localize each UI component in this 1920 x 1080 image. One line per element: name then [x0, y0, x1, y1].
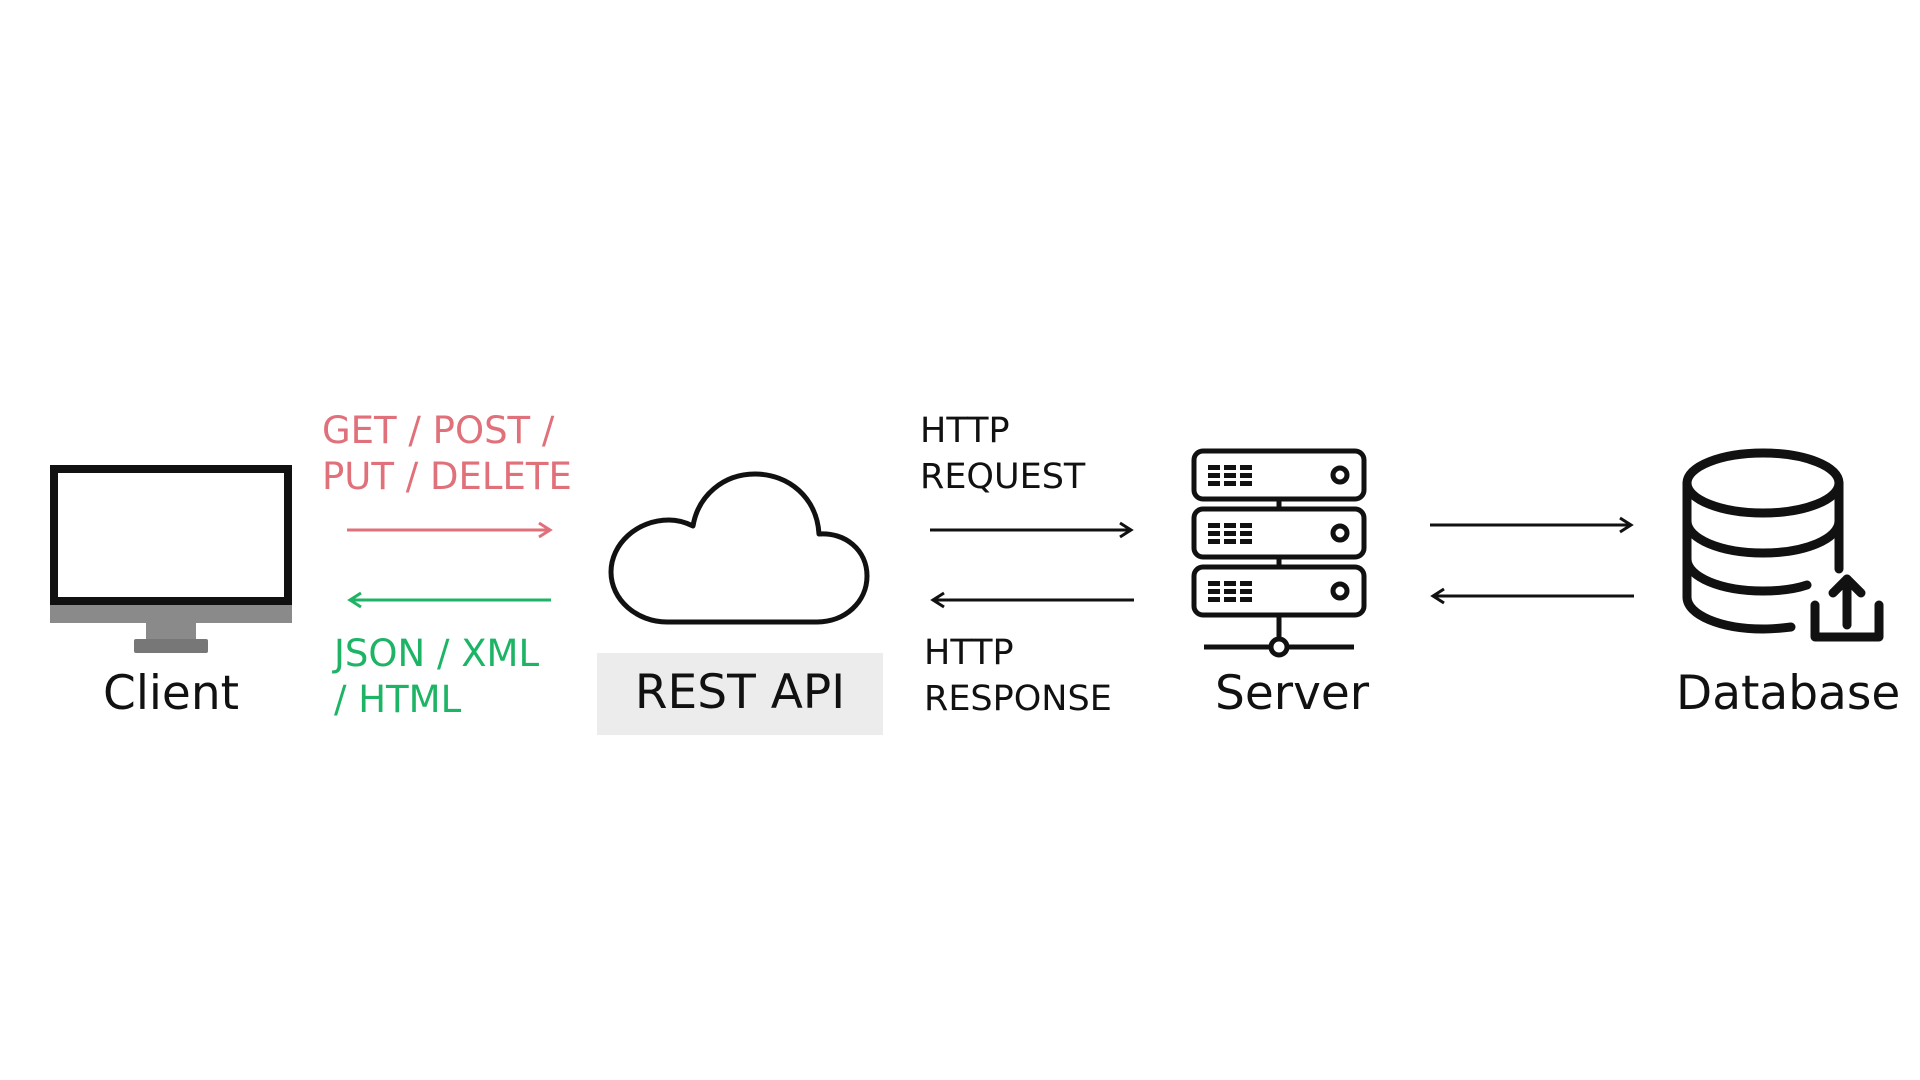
http-request-label: HTTP REQUEST [920, 408, 1085, 500]
arrow-server-to-database [1430, 516, 1634, 534]
database-label: Database [1676, 666, 1901, 721]
arrow-database-to-server [1430, 587, 1634, 605]
http-response-line-2: RESPONSE [924, 679, 1112, 719]
http-response-line-1: HTTP [924, 633, 1014, 673]
http-response-label: HTTP RESPONSE [924, 630, 1112, 722]
response-formats-label: JSON / XML / HTML [334, 631, 539, 723]
http-request-line-1: HTTP [920, 411, 1010, 451]
rest-api-label: REST API [634, 665, 846, 720]
arrow-client-to-api [347, 521, 553, 539]
monitor-icon [50, 465, 292, 653]
server-label: Server [1215, 666, 1370, 721]
response-formats-line-2: / HTML [334, 678, 462, 721]
rest-api-label-box: REST API [597, 653, 883, 735]
http-request-line-2: REQUEST [920, 457, 1086, 497]
arrow-api-to-client [347, 591, 551, 609]
database-upload-icon [1682, 448, 1884, 642]
arrow-server-to-api [930, 591, 1134, 609]
server-rack-icon [1191, 448, 1367, 658]
request-methods-line-2: PUT / DELETE [322, 455, 572, 498]
response-formats-line-1: JSON / XML [334, 632, 540, 675]
arrow-api-to-server [930, 521, 1134, 539]
cloud-icon [608, 471, 870, 625]
request-methods-label: GET / POST / PUT / DELETE [322, 408, 572, 500]
request-methods-line-1: GET / POST / [322, 409, 555, 452]
client-label: Client [103, 666, 240, 721]
